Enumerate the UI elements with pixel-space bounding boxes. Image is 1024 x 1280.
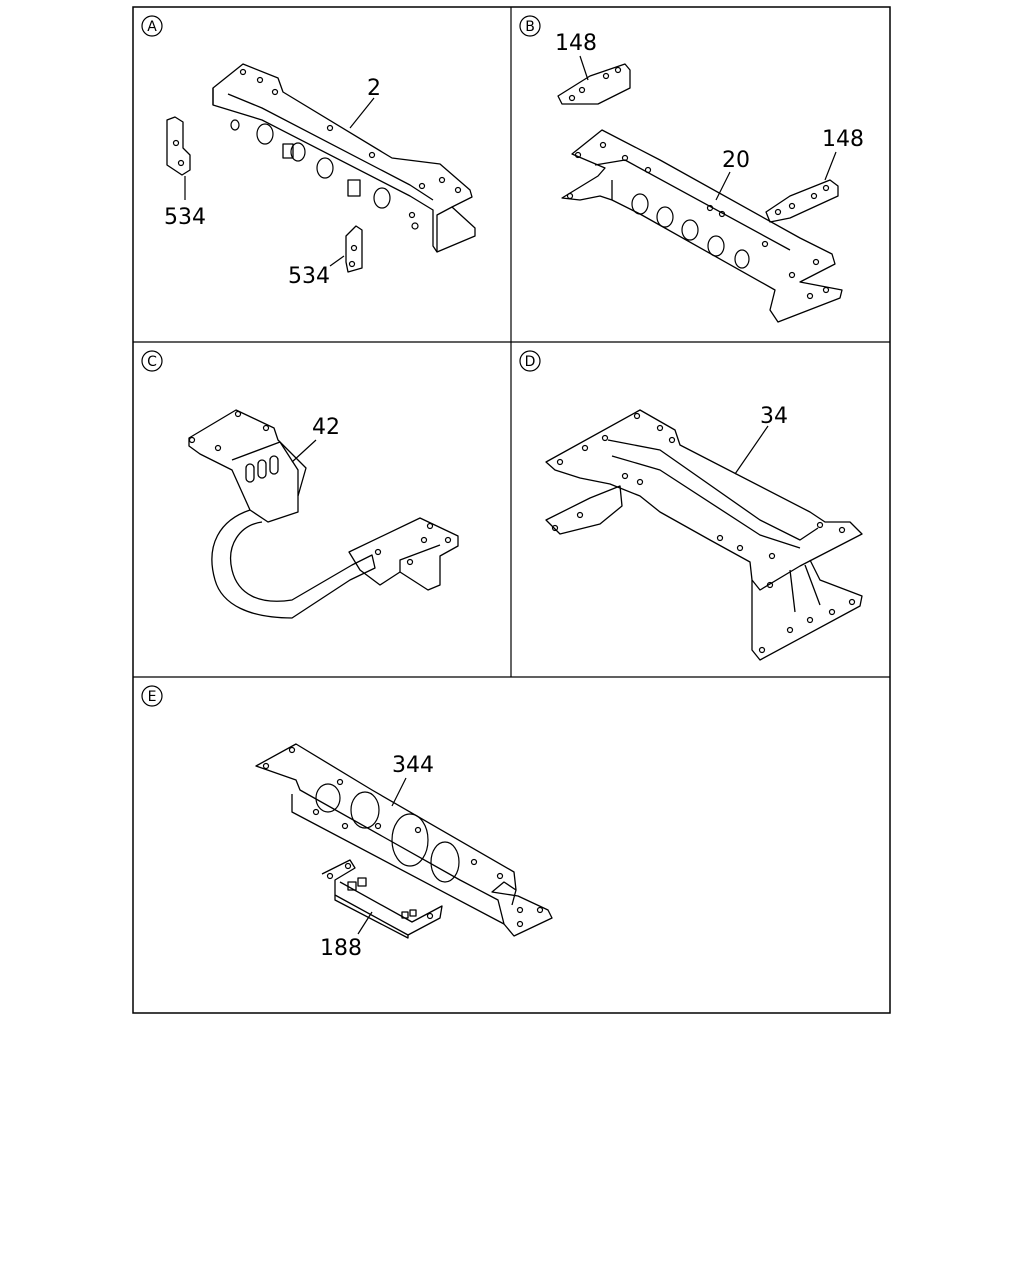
leader-148-right bbox=[824, 151, 837, 181]
crossmember-2-drawing bbox=[212, 63, 476, 253]
leader-34 bbox=[734, 425, 769, 475]
bracket-188-drawing bbox=[321, 859, 443, 939]
part-number-34: 34 bbox=[760, 404, 788, 429]
bracket-534-left-drawing bbox=[166, 116, 191, 176]
part-number-2: 2 bbox=[367, 76, 381, 101]
panel-c-letter: C bbox=[147, 354, 157, 370]
panel-d: D 34 bbox=[519, 350, 863, 661]
part-number-344: 344 bbox=[392, 753, 434, 778]
panel-d-badge: D bbox=[519, 350, 541, 372]
part-number-534-left: 534 bbox=[164, 205, 206, 230]
panel-c: C 42 bbox=[141, 350, 459, 619]
bracket-148-top-drawing bbox=[557, 63, 631, 105]
part-number-148-top: 148 bbox=[555, 31, 597, 56]
panel-b-letter: B bbox=[525, 19, 535, 35]
panel-e: E 344 188 bbox=[141, 685, 553, 961]
bracket-148-right-drawing bbox=[765, 179, 839, 223]
diagram-frame bbox=[132, 6, 891, 1014]
bracket-534-right-drawing bbox=[345, 225, 363, 273]
panel-e-badge: E bbox=[141, 685, 163, 707]
leader-534-right bbox=[329, 255, 345, 267]
panel-d-letter: D bbox=[525, 354, 536, 370]
panel-a-letter: A bbox=[147, 19, 157, 35]
part-number-148-right: 148 bbox=[822, 127, 864, 152]
part-number-534-right: 534 bbox=[288, 264, 330, 289]
panel-c-badge: C bbox=[141, 350, 163, 372]
leader-20 bbox=[715, 171, 731, 201]
leader-344 bbox=[391, 777, 407, 807]
panel-a-badge: A bbox=[141, 15, 163, 37]
panel-b: B 148 20 bbox=[519, 15, 864, 323]
leader-148-top bbox=[579, 55, 589, 81]
crossmember-42-drawing bbox=[188, 409, 459, 619]
panel-e-letter: E bbox=[148, 689, 157, 705]
crossmember-20-drawing bbox=[561, 129, 843, 323]
leader-188 bbox=[357, 911, 373, 935]
crossmember-34-drawing bbox=[545, 409, 863, 661]
part-number-20: 20 bbox=[722, 148, 750, 173]
part-number-42: 42 bbox=[312, 415, 340, 440]
panel-a: A 2 534 bbox=[141, 15, 476, 289]
crossmember-344-drawing bbox=[255, 743, 553, 937]
leader-2 bbox=[349, 97, 375, 129]
panel-b-badge: B bbox=[519, 15, 541, 37]
part-number-188: 188 bbox=[320, 936, 362, 961]
leader-42 bbox=[291, 439, 317, 463]
